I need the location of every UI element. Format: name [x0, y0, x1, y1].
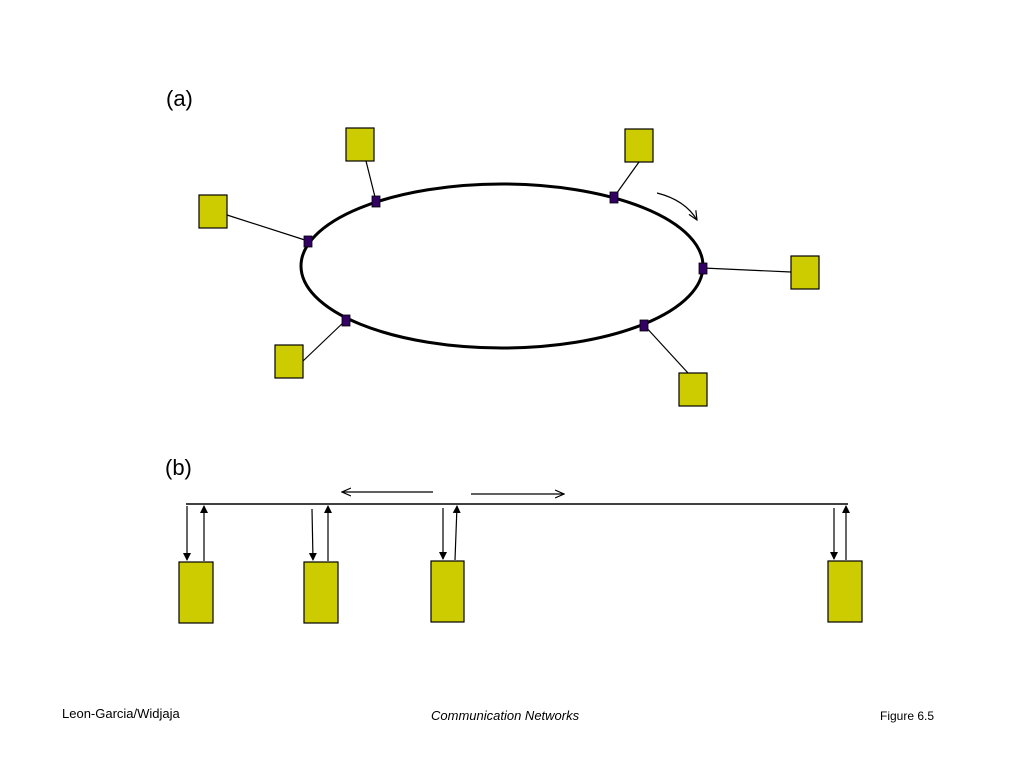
station [624, 128, 654, 163]
transmit-arrow [452, 505, 461, 561]
station [790, 255, 820, 290]
receive-arrow [308, 508, 317, 561]
station-link-1 [365, 160, 377, 202]
ring-network [198, 127, 820, 407]
station [198, 194, 228, 229]
part-b-label: (b) [165, 455, 192, 480]
footer-author: Leon-Garcia/Widjaja [62, 706, 180, 721]
footer-title: Communication Networks [431, 708, 580, 723]
footer-figure-number: Figure 6.5 [880, 709, 935, 723]
bus-network [178, 492, 863, 624]
ring-interface [639, 319, 649, 332]
ring-interface [303, 235, 313, 248]
station [678, 372, 708, 407]
station [345, 127, 375, 162]
station [274, 344, 304, 379]
bus-station [303, 561, 339, 624]
ring-interface [609, 191, 619, 204]
station-link-3 [226, 214, 309, 242]
ring-interface [698, 262, 708, 275]
bus-station [827, 560, 863, 623]
station-link-2 [613, 161, 640, 198]
ring-interface [341, 314, 351, 327]
bus-station [178, 561, 214, 624]
ring-interface [371, 195, 381, 208]
ring-direction-arrow [656, 192, 697, 220]
part-a-label: (a) [166, 86, 193, 111]
bus-station [430, 560, 465, 623]
station-link-5 [302, 319, 347, 362]
station-link-6 [643, 324, 689, 374]
station-link-4 [702, 267, 792, 273]
